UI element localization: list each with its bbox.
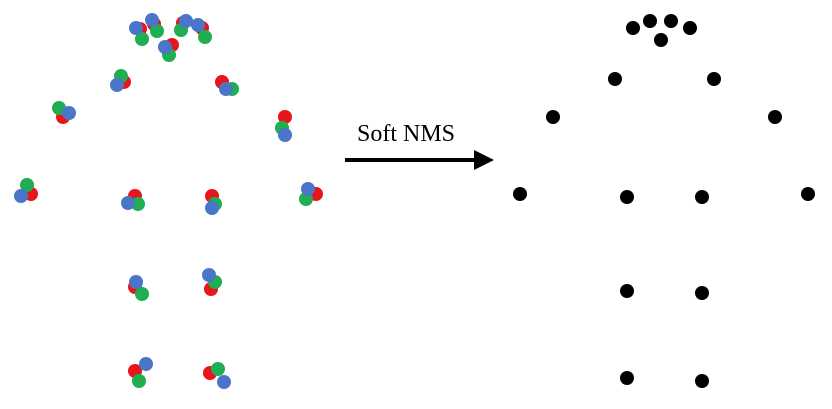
blue-keypoint-dot — [158, 40, 172, 54]
after-keypoints-panel — [513, 14, 815, 388]
blue-keypoint-dot — [202, 268, 216, 282]
soft-nms-arrow: Soft NMS — [345, 121, 494, 170]
before-keypoints-panel — [14, 13, 323, 389]
blue-keypoint-dot — [179, 14, 193, 28]
keypoint-cluster-right-ankle — [203, 362, 231, 389]
keypoint-cluster-head-5 — [158, 38, 179, 62]
keypoint-cluster-right-hip — [205, 189, 222, 215]
suppressed-keypoint-dot — [654, 33, 668, 47]
blue-keypoint-dot — [129, 21, 143, 35]
suppressed-keypoint-dot — [513, 187, 527, 201]
suppressed-keypoint-dot — [643, 14, 657, 28]
blue-keypoint-dot — [278, 128, 292, 142]
blue-keypoint-dot — [191, 18, 205, 32]
blue-keypoint-dot — [110, 78, 124, 92]
blue-keypoint-dot — [205, 201, 219, 215]
suppressed-keypoint-dot — [664, 14, 678, 28]
green-keypoint-dot — [198, 30, 212, 44]
suppressed-keypoint-dot — [707, 72, 721, 86]
green-keypoint-dot — [135, 32, 149, 46]
suppressed-keypoint-dot — [695, 190, 709, 204]
keypoint-cluster-left-ankle — [128, 357, 153, 388]
keypoint-cluster-left-elbow — [52, 101, 76, 124]
keypoint-cluster-head-2 — [145, 13, 164, 38]
blue-keypoint-dot — [301, 182, 315, 196]
suppressed-keypoint-dot — [801, 187, 815, 201]
suppressed-keypoint-dot — [695, 286, 709, 300]
keypoint-cluster-right-wrist — [299, 182, 323, 206]
keypoint-cluster-right-shoulder — [215, 75, 239, 96]
keypoint-cluster-left-wrist — [14, 178, 38, 203]
green-keypoint-dot — [132, 374, 146, 388]
blue-keypoint-dot — [62, 106, 76, 120]
blue-keypoint-dot — [145, 13, 159, 27]
keypoint-cluster-head-1 — [129, 21, 149, 46]
blue-keypoint-dot — [121, 196, 135, 210]
green-keypoint-dot — [150, 24, 164, 38]
suppressed-keypoint-dot — [768, 110, 782, 124]
blue-keypoint-dot — [139, 357, 153, 371]
suppressed-keypoint-dot — [620, 284, 634, 298]
keypoint-cluster-left-knee — [128, 275, 149, 301]
suppressed-keypoint-dot — [620, 190, 634, 204]
red-keypoint-dot — [278, 110, 292, 124]
keypoint-cluster-head-3 — [174, 14, 193, 37]
arrow-label: Soft NMS — [357, 121, 455, 147]
arrow-head — [474, 150, 494, 170]
suppressed-keypoint-dot — [620, 371, 634, 385]
suppressed-keypoint-dot — [683, 21, 697, 35]
green-keypoint-dot — [211, 362, 225, 376]
blue-keypoint-dot — [14, 189, 28, 203]
blue-keypoint-dot — [219, 82, 233, 96]
suppressed-keypoint-dot — [608, 72, 622, 86]
green-keypoint-dot — [20, 178, 34, 192]
green-keypoint-dot — [135, 287, 149, 301]
suppressed-keypoint-dot — [546, 110, 560, 124]
keypoint-cluster-right-elbow — [275, 110, 292, 142]
keypoint-cluster-right-knee — [202, 268, 222, 296]
keypoint-cluster-left-shoulder — [110, 69, 131, 92]
suppressed-keypoint-dot — [695, 374, 709, 388]
keypoint-cluster-head-4 — [191, 18, 212, 44]
blue-keypoint-dot — [129, 275, 143, 289]
suppressed-keypoint-dot — [626, 21, 640, 35]
blue-keypoint-dot — [217, 375, 231, 389]
keypoint-cluster-left-hip — [121, 189, 145, 211]
